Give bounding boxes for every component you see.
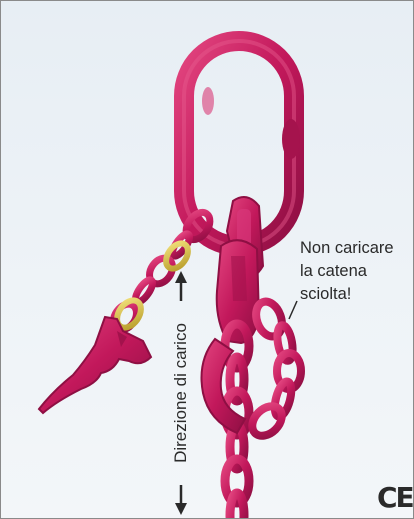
ce-mark: CE: [377, 481, 413, 514]
load-direction-label: Direzione di carico: [171, 323, 191, 463]
warning-line-1: Non caricare: [300, 237, 410, 260]
warning-leader-line: [289, 301, 297, 319]
loose-chain-loop: [246, 298, 301, 442]
warning-line-3: sciolta!: [300, 283, 410, 306]
warning-line-2: la catena: [300, 260, 410, 283]
loose-chain-warning: Non caricare la catena sciolta!: [300, 237, 410, 306]
side-chain-hook: [39, 317, 151, 413]
